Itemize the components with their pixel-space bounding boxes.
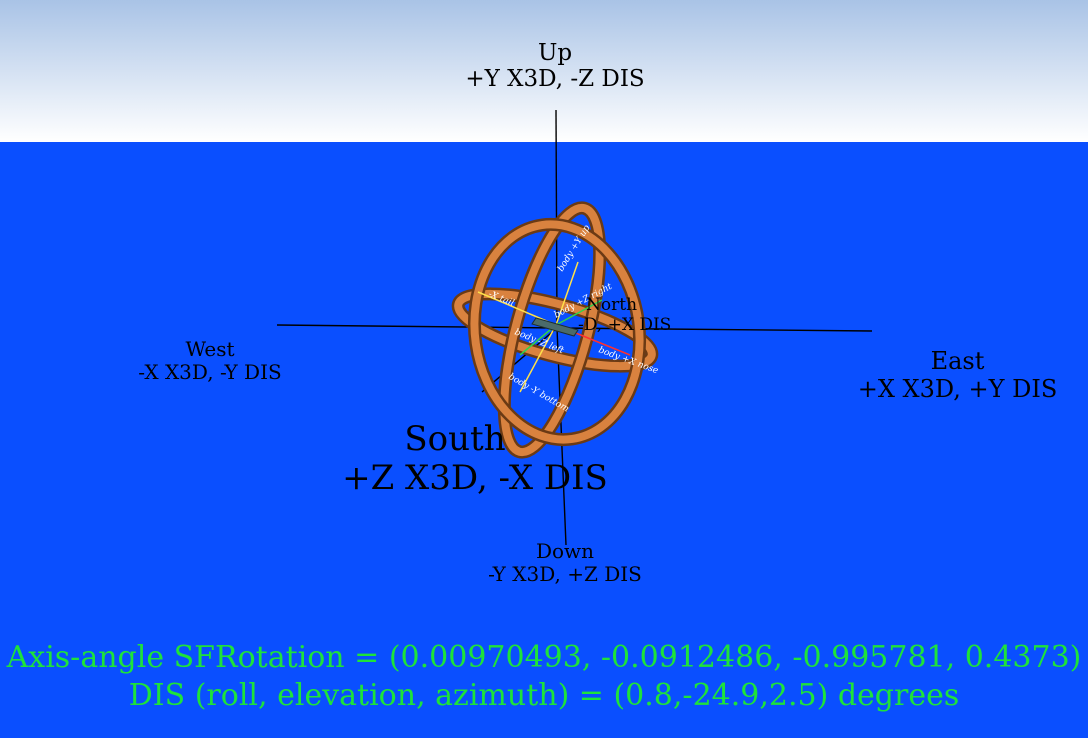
label-down: Down -Y X3D, +Z DIS (450, 540, 680, 586)
label-west: West -X X3D, -Y DIS (90, 338, 330, 384)
axis-east (556, 327, 873, 332)
label-south-name: South (404, 419, 506, 459)
label-up-name: Up (537, 40, 573, 66)
label-up-detail: +Y X3D, -Z DIS (465, 66, 645, 93)
label-west-name: West (185, 337, 235, 361)
label-north: North -D, +X DIS (578, 295, 672, 335)
hud-rotation-readout: Axis-angle SFRotation = (0.00970493, -0.… (6, 640, 1082, 675)
gimbal-rings (451, 201, 659, 459)
label-north-name: North (586, 295, 638, 315)
label-down-detail: -Y X3D, +Z DIS (488, 562, 642, 586)
body-label-bottom: body -Y bottom (507, 372, 571, 415)
label-south: South +Z X3D, -X DIS (320, 419, 630, 499)
label-south-detail: +Z X3D, -X DIS (342, 458, 608, 499)
label-down-name: Down (535, 539, 595, 563)
hud-dis-readout: DIS (roll, elevation, azimuth) = (0.8,-2… (128, 678, 960, 713)
sky-background (0, 0, 1088, 142)
label-north-detail: -D, +X DIS (578, 314, 672, 335)
axis-south (481, 327, 558, 393)
label-up: Up +Y X3D, -Z DIS (430, 40, 680, 93)
label-east-detail: +X X3D, +Y DIS (857, 374, 1058, 403)
label-west-detail: -X X3D, -Y DIS (138, 360, 282, 384)
label-east: East +X X3D, +Y DIS (835, 347, 1080, 403)
label-east-name: East (930, 347, 985, 375)
aircraft-body (531, 317, 579, 337)
